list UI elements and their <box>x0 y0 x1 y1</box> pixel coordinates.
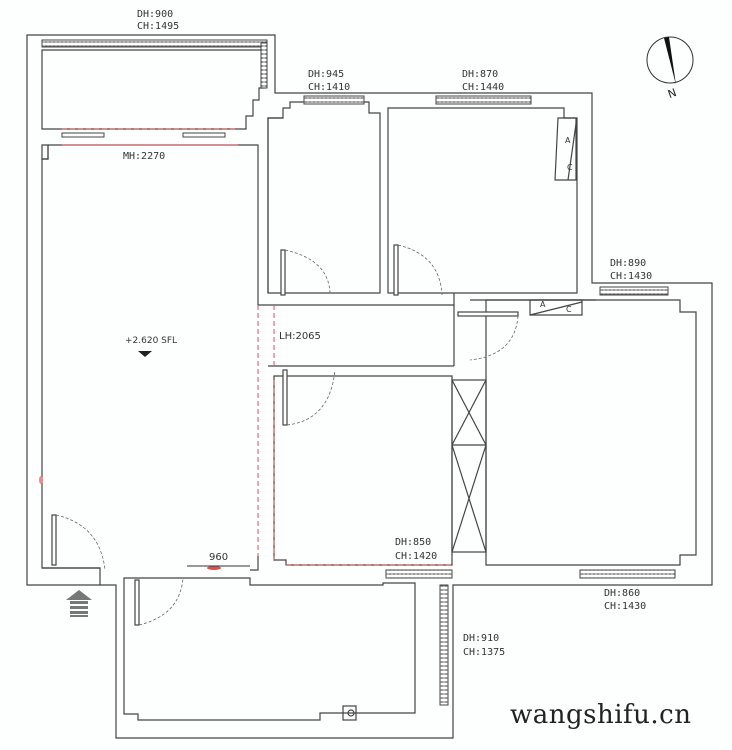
ac-label-a2: A <box>540 300 546 309</box>
label-entry-dimension: 960 <box>209 552 229 563</box>
watermark: wangshifu.cn <box>510 700 692 730</box>
outer-wall <box>26 34 713 739</box>
label-corridor-opening: LH:2065 <box>279 331 321 342</box>
label-master-south-ch: CH:1430 <box>604 601 647 612</box>
label-living-opening: MH:2270 <box>123 151 166 162</box>
label-bedroom-mid-dh: DH:870 <box>462 69 499 80</box>
label-master-north-ch: CH:1430 <box>610 271 653 282</box>
label-bedroom-small-ch: CH:1410 <box>308 82 351 93</box>
ac-label-c: C <box>567 163 573 172</box>
entry-arrow-icon <box>66 590 92 617</box>
label-study-ch: CH:1420 <box>395 551 438 562</box>
ac-label-c2: C <box>566 305 572 314</box>
label-master-north-dh: DH:890 <box>610 258 647 269</box>
label-top-dh: DH:900 <box>137 9 174 20</box>
label-study-dh: DH:850 <box>395 537 432 548</box>
label-bedroom-small-dh: DH:945 <box>308 69 345 80</box>
compass-icon <box>646 36 694 85</box>
label-bedroom-mid-ch: CH:1440 <box>462 82 505 93</box>
label-balcony-side-ch: CH:1375 <box>463 647 506 658</box>
label-top-ch: CH:1495 <box>137 21 180 32</box>
label-balcony-side-dh: DH:910 <box>463 633 500 644</box>
ac-label-a: A <box>565 136 571 145</box>
label-master-south-dh: DH:860 <box>604 588 641 599</box>
label-floor-level: +2.620 SFL <box>125 336 178 346</box>
